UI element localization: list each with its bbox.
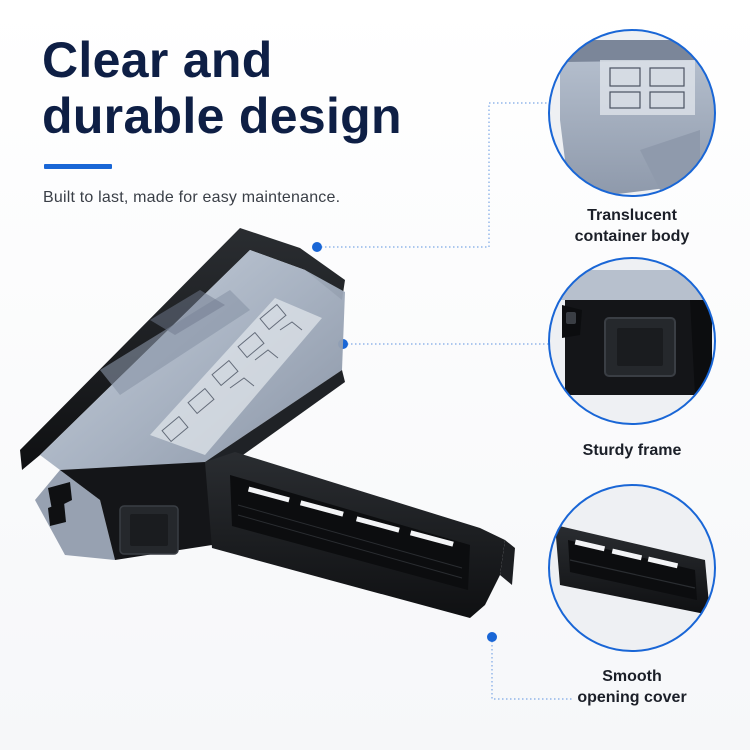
callout-label-frame: Sturdy frame — [582, 442, 682, 459]
accent-bar — [44, 164, 112, 169]
headline: Clear and durable design — [42, 32, 402, 144]
callout-label-translucent: Translucent container body — [574, 207, 690, 245]
callout-label-cover: Smooth opening cover — [577, 668, 687, 706]
callout-circle-translucent — [548, 29, 716, 197]
dust-box — [20, 228, 515, 618]
headline-line-2: durable design — [42, 88, 402, 144]
callout-circle-frame — [548, 257, 716, 425]
subtitle: Built to last, made for easy maintenance… — [43, 189, 341, 206]
headline-line-1: Clear and — [42, 32, 273, 88]
callout-circle-cover — [548, 484, 716, 652]
leader-lines — [317, 102, 574, 700]
